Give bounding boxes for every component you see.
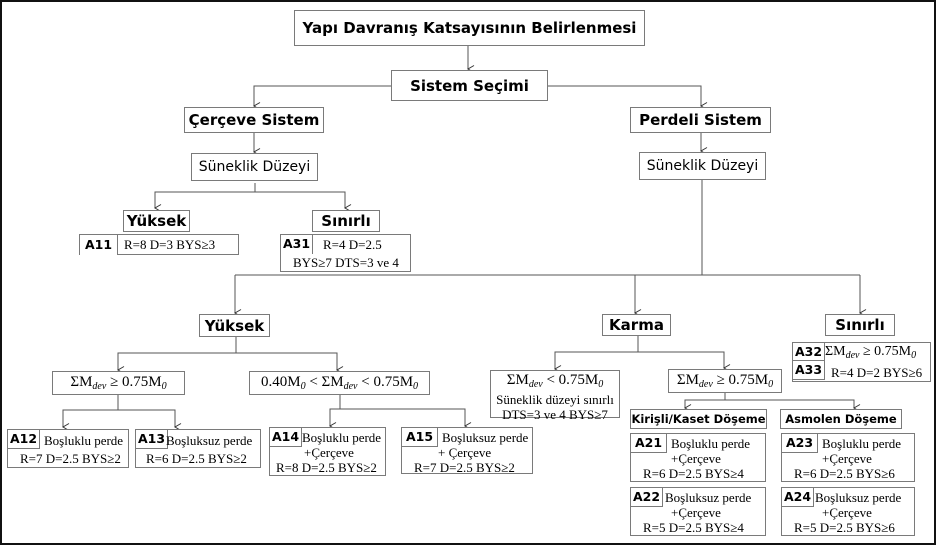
cond-b-formula: 0.40M0 < ΣMdev < 0.75M0 bbox=[260, 374, 419, 392]
frame-system-box: Çerçeve Sistem bbox=[184, 107, 324, 133]
wall-ductility-box: Süneklik Düzeyi bbox=[639, 152, 766, 180]
leaf-A14: A14 Boşluklu perde +Çerçeve R=8 D=2.5 BY… bbox=[269, 427, 386, 476]
leaf-A15: A15 Boşluksuz perde + Çerçeve R=7 D=2.5 … bbox=[401, 427, 533, 475]
code-A31: A31 bbox=[281, 235, 314, 254]
cond-lt-formula: ΣMdev < 0.75M0 bbox=[506, 372, 604, 390]
root-title-box: Yapı Davranış Katsayısının Belirlenmesi bbox=[294, 10, 645, 46]
leaf-A24: A24 Boşluksuz perde +Çerçeve R=5 D=2.5 B… bbox=[781, 487, 915, 536]
joist-slab-box: Asmolen Döşeme bbox=[780, 409, 902, 429]
cond-a-formula: ΣMdev ≥ 0.75M0 bbox=[70, 374, 167, 392]
wall-limited-box: Sınırlı bbox=[825, 314, 895, 336]
arrow-cond-a-to-A12 bbox=[62, 395, 119, 431]
cond-ge-box: ΣMdev ≥ 0.75M0 bbox=[668, 369, 782, 393]
arrow-mixed-to-cond-ge bbox=[638, 351, 731, 372]
cond-b-box: 0.40M0 < ΣMdev < 0.75M0 bbox=[249, 371, 430, 395]
leaf-A21: A21 Boşluklu perde +Çerçeve R=6 D=2.5 BY… bbox=[630, 433, 766, 482]
cond-a-box: ΣMdev ≥ 0.75M0 bbox=[52, 371, 185, 395]
cond-lt-box: ΣMdev < 0.75M0 Süneklik düzeyi sınırlı D… bbox=[490, 370, 620, 422]
cond-ge-formula: ΣMdev ≥ 0.75M0 bbox=[676, 372, 774, 390]
leaf-A32-A33: A32 A33 ΣMdev ≥ 0.75M0 R=4 D=2 BYS≥6 bbox=[792, 342, 931, 382]
limited-cond-formula: ΣMdev ≥ 0.75M0 bbox=[825, 344, 917, 361]
arrow-high-to-cond-b bbox=[236, 352, 344, 374]
line-high-down bbox=[117, 337, 237, 374]
arrow-cond-a-to-A13 bbox=[118, 409, 182, 431]
arrow-cond-b-to-A15 bbox=[340, 408, 472, 430]
wall-high-box: Yüksek bbox=[199, 314, 270, 337]
leaf-A23: A23 Boşluklu perde +Çerçeve R=6 D=2.5 BY… bbox=[781, 433, 915, 482]
leaf-A12: A12 Boşluklu perde R=7 D=2.5 BYS≥2 bbox=[7, 429, 129, 468]
wall-system-box: Perdeli Sistem bbox=[630, 107, 771, 133]
system-selection-label: Sistem Seçimi bbox=[410, 76, 529, 95]
system-selection-box: Sistem Seçimi bbox=[391, 70, 548, 101]
arrow-ductility-to-high bbox=[154, 183, 256, 212]
leaf-A11: A11 R=8 D=3 BYS≥3 bbox=[79, 234, 239, 255]
beam-slab-box: Kirişli/Kaset Döşeme bbox=[630, 409, 767, 429]
leaf-A22: A22 Boşluksuz perde +Çerçeve R=5 D=2.5 B… bbox=[630, 487, 766, 536]
frame-high-box: Yüksek bbox=[123, 210, 190, 232]
mixed-box: Karma bbox=[602, 314, 671, 336]
frame-limited-box: Sınırlı bbox=[312, 210, 380, 232]
root-title: Yapı Davranış Katsayısının Belirlenmesi bbox=[302, 19, 637, 37]
leaf-A13: A13 Boşluksuz perde R=6 D=2.5 BYS≥2 bbox=[135, 429, 261, 468]
arrow-cond-ge-to-beam bbox=[684, 392, 726, 412]
frame-ductility-box: Süneklik Düzeyi bbox=[191, 153, 318, 181]
arrow-system-to-frame bbox=[253, 85, 391, 110]
arrow-cond-b-to-A14 bbox=[329, 395, 341, 430]
arrow-ductility-to-limited bbox=[255, 191, 352, 212]
code-A11: A11 bbox=[80, 235, 119, 255]
leaf-A31: A31 R=4 D=2.5 BYS≥7 DTS=3 ve 4 bbox=[280, 234, 411, 272]
arrow-system-to-wall bbox=[548, 85, 708, 110]
arrow-mixed-to-cond-lt bbox=[554, 336, 639, 373]
arrow-cond-ge-to-joist bbox=[725, 399, 861, 412]
